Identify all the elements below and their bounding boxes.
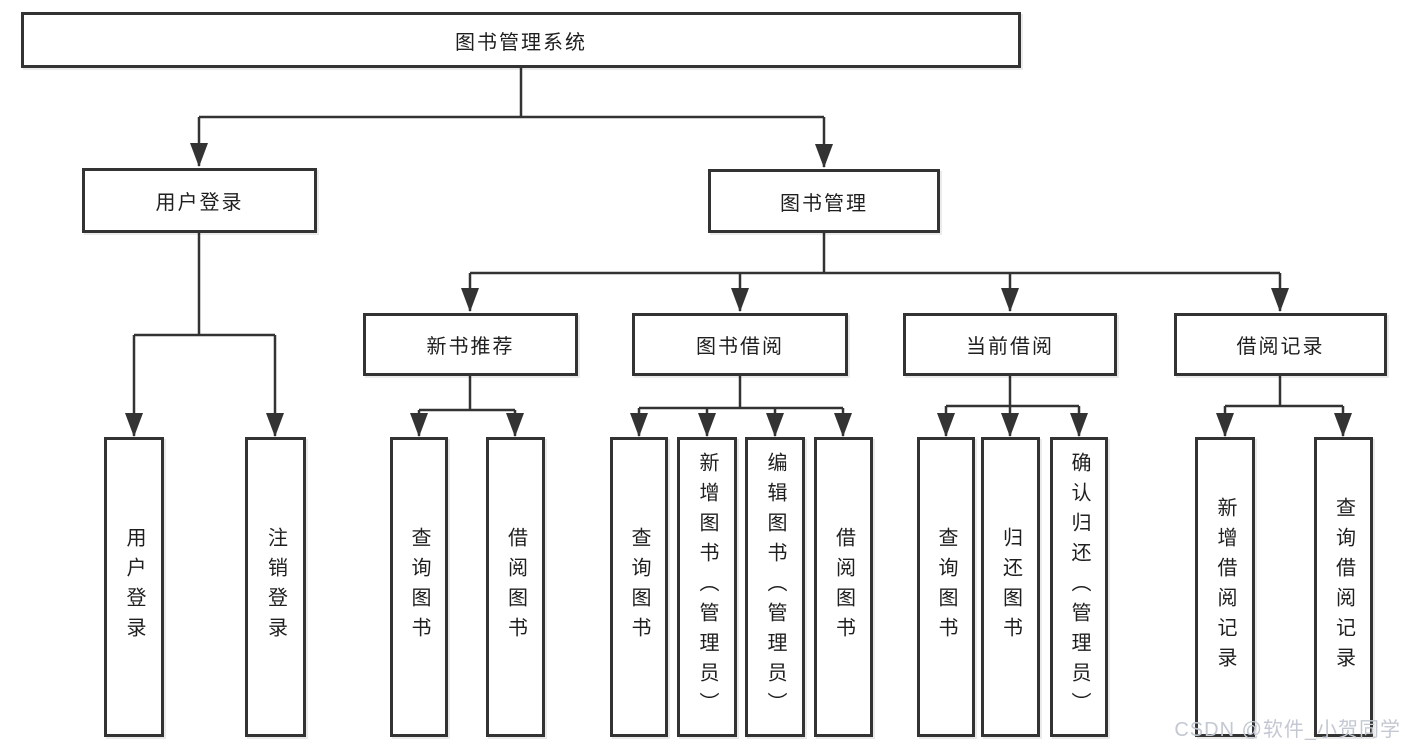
leaf-return-books: 归还图书 <box>981 437 1040 737</box>
leaf-logout: 注销登录 <box>245 437 306 737</box>
leaf-query-books-current: 查询图书 <box>917 437 975 737</box>
leaf-query-books-borrow: 查询图书 <box>610 437 668 737</box>
leaf-edit-books-admin: 编辑图书（管理员） <box>745 437 805 737</box>
node-label: 图书管理 <box>780 192 868 215</box>
leaf-label: 查询图书 <box>408 527 430 647</box>
leaf-borrow-books-recommend: 借阅图书 <box>486 437 545 737</box>
leaf-query-borrow-record: 查询借阅记录 <box>1314 437 1373 737</box>
node-current-borrowing: 当前借阅 <box>903 313 1117 376</box>
node-book-management: 图书管理 <box>708 169 940 233</box>
leaf-label: 借阅图书 <box>504 527 527 647</box>
leaf-add-books-admin: 新增图书（管理员） <box>677 437 737 737</box>
leaf-user-login: 用户登录 <box>104 437 164 737</box>
leaf-query-books-recommend: 查询图书 <box>390 437 448 737</box>
node-label: 当前借阅 <box>966 336 1054 358</box>
connector-rails <box>134 68 1343 412</box>
connector-arrows <box>125 117 1352 437</box>
leaf-label: 查询图书 <box>628 527 650 647</box>
leaf-label: 确认归还（管理员） <box>1068 452 1090 722</box>
node-book-borrowing: 图书借阅 <box>632 313 848 376</box>
leaf-label: 编辑图书（管理员） <box>764 452 786 722</box>
node-label: 新书推荐 <box>426 336 515 358</box>
leaf-label: 查询借阅记录 <box>1332 497 1355 677</box>
leaf-label: 查询图书 <box>935 527 957 647</box>
node-label: 图书管理系统 <box>455 31 587 54</box>
leaf-label: 新增借阅记录 <box>1214 497 1236 677</box>
node-borrowing-records: 借阅记录 <box>1174 313 1387 376</box>
node-label: 图书借阅 <box>696 336 784 358</box>
leaf-confirm-return-admin: 确认归还（管理员） <box>1050 437 1108 737</box>
leaf-label: 归还图书 <box>999 527 1022 647</box>
leaf-label: 用户登录 <box>123 527 145 647</box>
csdn-watermark: CSDN @软件_小贺同学 <box>1174 719 1401 741</box>
leaf-label: 借阅图书 <box>832 527 855 647</box>
leaf-borrow-books: 借阅图书 <box>814 437 873 737</box>
node-new-book-recommendation: 新书推荐 <box>363 313 578 376</box>
node-user-login: 用户登录 <box>82 168 317 233</box>
leaf-label: 新增图书（管理员） <box>696 452 718 722</box>
node-label: 用户登录 <box>155 192 244 214</box>
leaf-label: 注销登录 <box>264 527 287 647</box>
leaf-add-borrow-record: 新增借阅记录 <box>1195 437 1255 737</box>
node-library-management-system: 图书管理系统 <box>21 12 1021 68</box>
node-label: 借阅记录 <box>1236 336 1325 358</box>
